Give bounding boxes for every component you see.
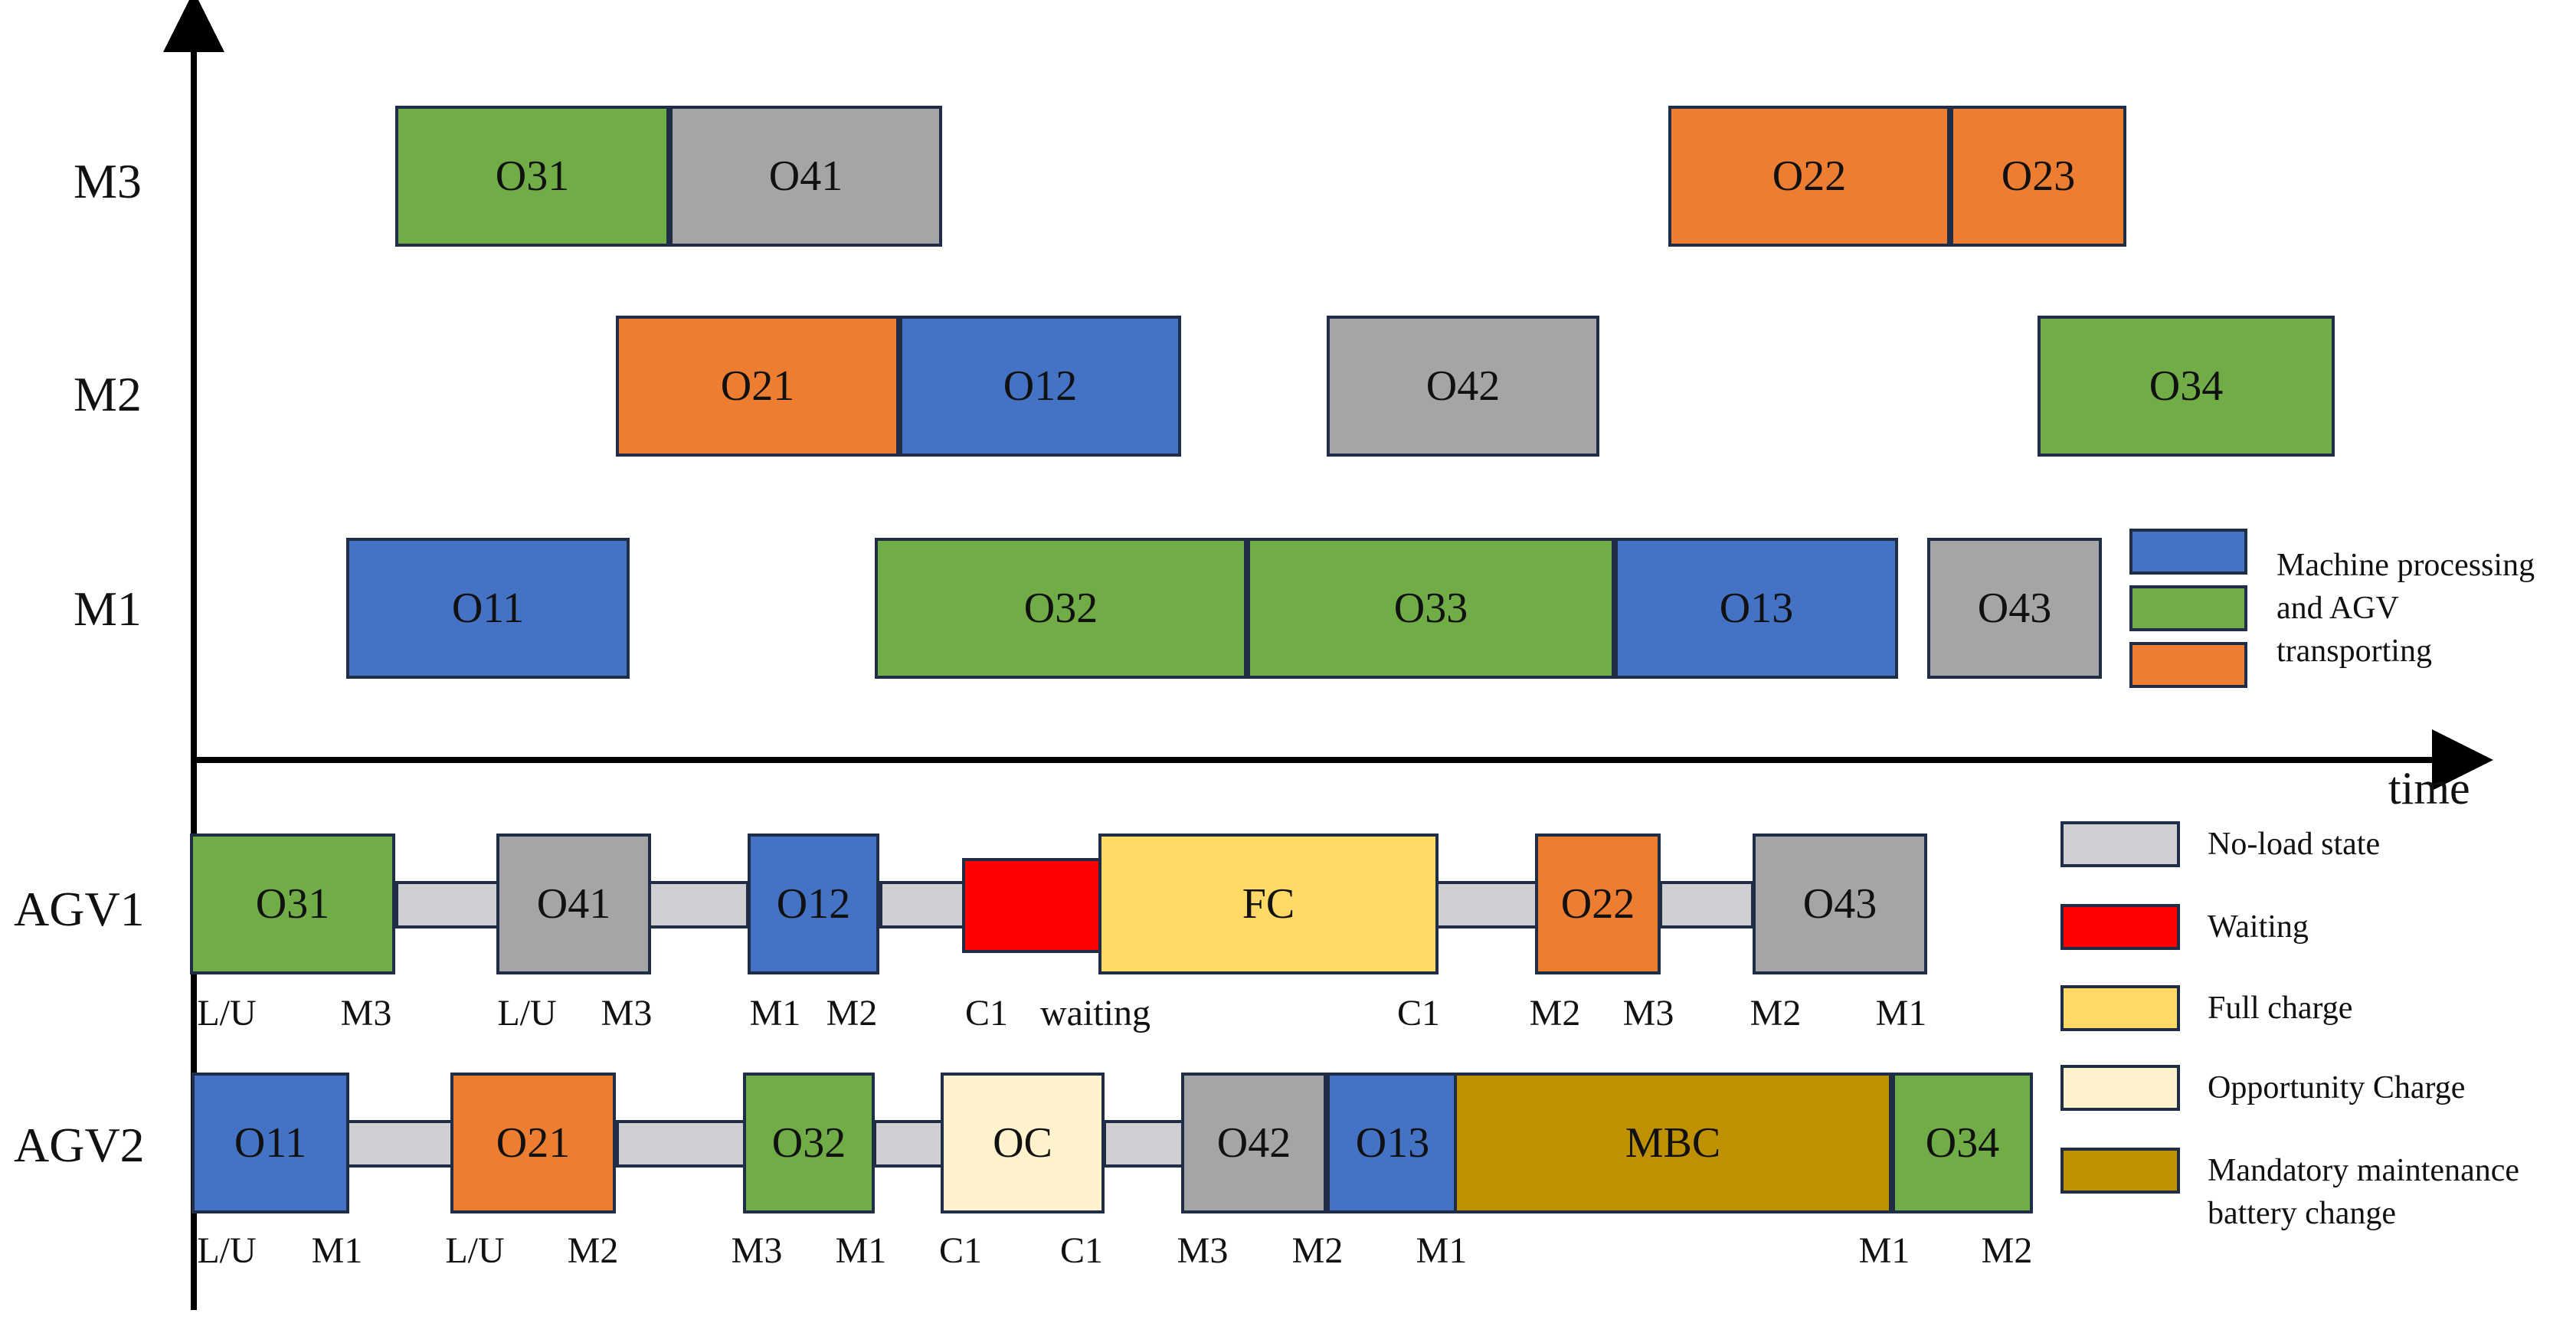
legend-text-machine-line-3: transporting	[2277, 634, 2432, 669]
agv-tick-label: L/U	[497, 993, 557, 1033]
no-load-connector	[873, 1120, 944, 1168]
agv-tick-label: M2	[1750, 993, 1802, 1033]
legend-swatch-waiting	[2060, 904, 2180, 950]
operation-block-o34: O34	[2038, 316, 2335, 457]
agv-tick-label: waiting	[1040, 993, 1151, 1033]
no-load-connector	[1435, 881, 1538, 929]
legend-text-machine-line-2: and AGV	[2277, 591, 2399, 626]
legend-swatch-orange	[2129, 642, 2247, 688]
agv-block-o13: O13	[1327, 1073, 1458, 1213]
no-load-connector	[1103, 1120, 1186, 1168]
agv-tick-label: M1	[1416, 1230, 1468, 1271]
agv-block-waiting	[962, 858, 1101, 953]
agv-tick-label: M1	[749, 993, 801, 1033]
agv-block-o32: O32	[743, 1073, 875, 1213]
agv-label-agv1: AGV1	[14, 882, 145, 936]
no-load-connector	[616, 1120, 746, 1168]
agv-block-o31: O31	[190, 834, 395, 974]
agv-tick-label: C1	[964, 993, 1009, 1033]
agv-label-agv2: AGV2	[14, 1118, 145, 1172]
legend-text-machine-line-1: Machine processing	[2277, 548, 2535, 583]
agv-tick-label: L/U	[197, 993, 257, 1033]
no-load-connector	[1659, 881, 1754, 929]
agv-tick-label: M2	[1981, 1230, 2033, 1271]
operation-block-o32: O32	[875, 538, 1247, 679]
no-load-connector	[346, 1120, 453, 1168]
operation-block-o43: O43	[1927, 538, 2102, 679]
legend-text-opportunity-charge: Opportunity Charge	[2208, 1070, 2466, 1105]
legend-text-full-charge: Full charge	[2208, 991, 2353, 1026]
agv-block-fc: FC	[1098, 834, 1439, 974]
machine-label-m2: M2	[74, 367, 142, 421]
agv-tick-label: M3	[601, 993, 653, 1033]
legend-text-waiting: Waiting	[2208, 909, 2309, 945]
machine-label-m1: M1	[74, 581, 142, 636]
no-load-connector	[395, 881, 499, 929]
operation-block-o41: O41	[669, 106, 942, 247]
agv-block-o43: O43	[1753, 834, 1927, 974]
legend-swatch-no-load-state	[2060, 821, 2180, 867]
agv-tick-label: M3	[340, 993, 392, 1033]
agv-tick-label: M2	[826, 993, 878, 1033]
agv-block-oc: OC	[941, 1073, 1105, 1213]
operation-block-o23: O23	[1950, 106, 2126, 247]
agv-tick-label: M2	[1529, 993, 1581, 1033]
legend-swatch-green	[2129, 585, 2247, 631]
agv-tick-label: L/U	[197, 1230, 257, 1271]
agv-tick-label: M1	[1858, 1230, 1910, 1271]
agv-block-o12: O12	[748, 834, 879, 974]
agv-block-o22: O22	[1535, 834, 1661, 974]
agv-block-o41: O41	[496, 834, 651, 974]
time-axis-label: time	[2388, 763, 2470, 814]
legend-swatch-mandatory-maintenance-battery-change	[2060, 1148, 2180, 1194]
agv-tick-label: M3	[1177, 1230, 1229, 1271]
agv-tick-label: M2	[567, 1230, 619, 1271]
agv-tick-label: C1	[1396, 993, 1441, 1033]
machine-label-m3: M3	[74, 154, 142, 208]
legend-text-no-load-state: No-load state	[2208, 827, 2381, 862]
agv-tick-label: L/U	[445, 1230, 505, 1271]
agv-tick-label: C1	[1059, 1230, 1104, 1271]
legend-swatch-opportunity-charge	[2060, 1065, 2180, 1111]
agv-tick-label: M3	[731, 1230, 783, 1271]
agv-block-o34: O34	[1892, 1073, 2033, 1213]
legend-swatch-full-charge	[2060, 985, 2180, 1031]
agv-tick-label: M2	[1291, 1230, 1344, 1271]
agv-tick-label: M3	[1622, 993, 1674, 1033]
operation-block-o12: O12	[899, 316, 1181, 457]
agv-tick-label: C1	[938, 1230, 983, 1271]
no-load-connector	[879, 881, 965, 929]
operation-block-o21: O21	[616, 316, 899, 457]
operation-block-o42: O42	[1327, 316, 1599, 457]
legend-text-mandatory-maintenance-battery-change-line-1: Mandatory maintenance	[2208, 1153, 2519, 1188]
agv-block-mbc: MBC	[1454, 1073, 1892, 1213]
no-load-connector	[648, 881, 749, 929]
agv-tick-label: M1	[835, 1230, 887, 1271]
agv-tick-label: M1	[311, 1230, 363, 1271]
legend-swatch-blue	[2129, 529, 2247, 575]
agv-tick-label: M1	[1875, 993, 1927, 1033]
operation-block-o33: O33	[1247, 538, 1615, 679]
operation-block-o13: O13	[1615, 538, 1898, 679]
operation-block-o22: O22	[1668, 106, 1950, 247]
operation-block-o31: O31	[395, 106, 669, 247]
agv-block-o42: O42	[1181, 1073, 1327, 1213]
agv-block-o11: O11	[191, 1073, 349, 1213]
operation-block-o11: O11	[346, 538, 630, 679]
agv-block-o21: O21	[450, 1073, 616, 1213]
legend-text-mandatory-maintenance-battery-change-line-2: battery change	[2208, 1196, 2397, 1231]
